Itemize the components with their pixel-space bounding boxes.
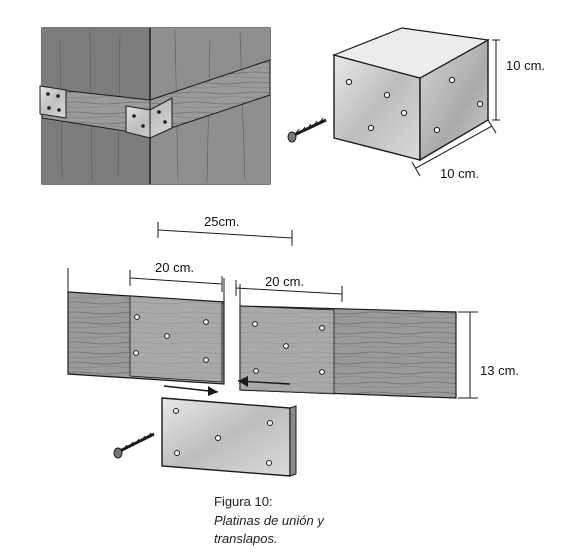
dim-left-plate-label: 20 cm. (155, 260, 194, 275)
arrow-right-icon (163, 385, 219, 396)
right-board (239, 284, 457, 399)
dim-overlap-span-label: 25cm. (204, 214, 239, 229)
dim-corner-width-label: 10 cm. (440, 166, 479, 181)
dim-right-plate-label: 20 cm. (265, 274, 304, 289)
figure-title: Figura 10: (214, 494, 273, 509)
figure-caption-line-2: translapos. (214, 531, 278, 546)
dim-corner-height-label: 10 cm. (506, 58, 545, 73)
screw-icon (287, 117, 327, 143)
dim-left-plate: 20 cm. (129, 260, 223, 292)
corner-bracket-left (39, 85, 67, 119)
dim-corner-height: 10 cm. (492, 39, 545, 121)
left-board (67, 268, 225, 385)
dim-right-plate: 20 cm. (235, 274, 343, 302)
angle-bracket (332, 27, 490, 162)
splice-plate (161, 397, 297, 477)
post-corner-scene (39, 27, 271, 185)
dim-overlap-span: 25cm. (157, 214, 293, 246)
dim-board-height: 13 cm. (458, 311, 519, 399)
corner-bracket-right (125, 97, 173, 139)
dim-corner-width: 10 cm. (411, 119, 497, 181)
arrow-left-icon (237, 376, 291, 387)
figure-caption-line-1: Platinas de unión y (214, 513, 324, 528)
dim-board-height-label: 13 cm. (480, 363, 519, 378)
screw-icon (113, 432, 155, 459)
